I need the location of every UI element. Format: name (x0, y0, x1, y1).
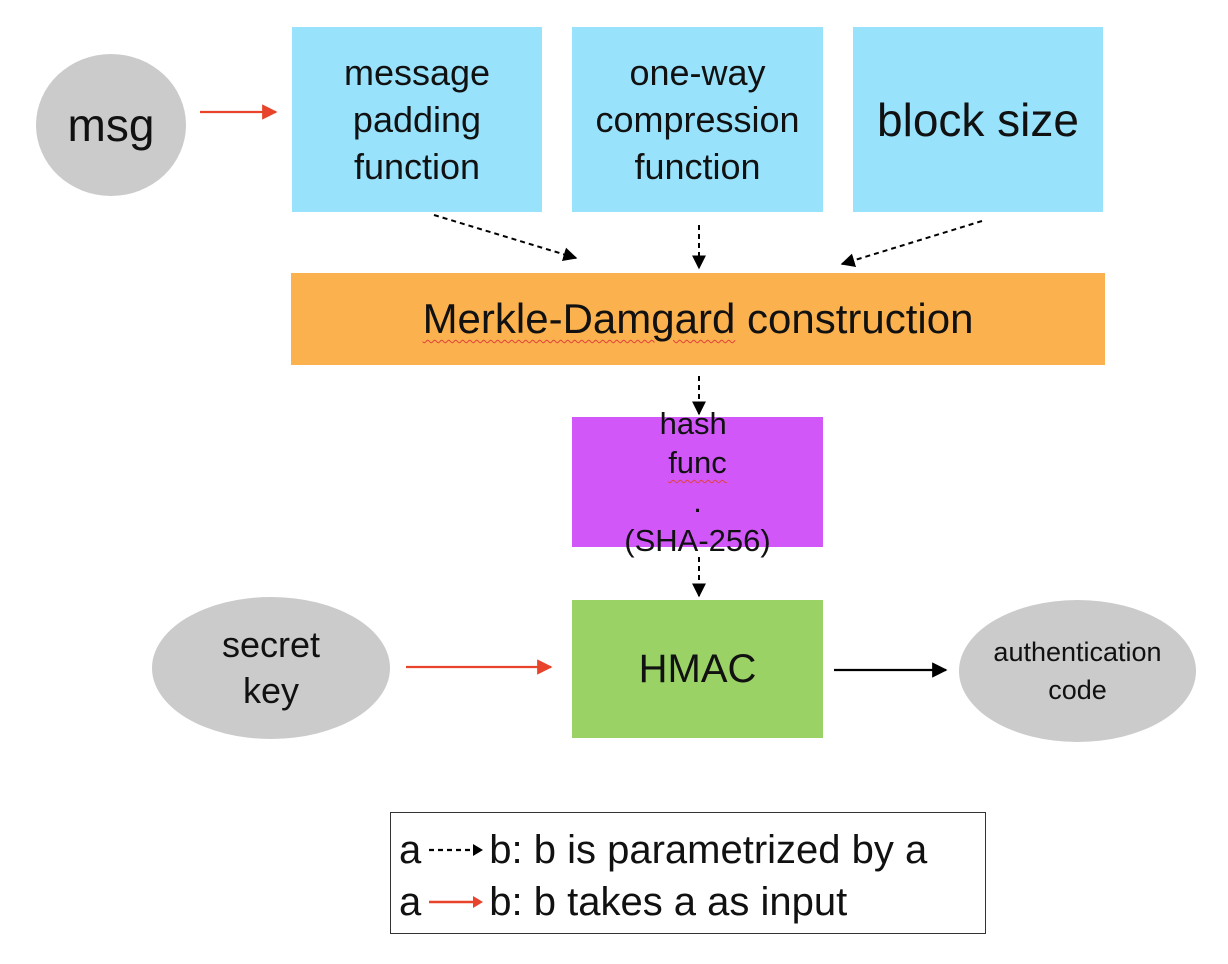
legend-row-solid: a b: b takes a as input (399, 879, 847, 925)
block-size-label: block size (877, 93, 1079, 146)
secret-key-node: secret key (152, 597, 390, 739)
legend: a b: b is parametrized by a a b: b takes… (390, 812, 986, 934)
func-word: func (668, 445, 727, 480)
merkle-damgard-label: Merkle-Damgard construction (423, 295, 974, 343)
hmac-box: HMAC (572, 600, 823, 738)
merkle-damgard-suffix: construction (735, 295, 974, 342)
legend-dashed-a: a (399, 828, 422, 872)
merkle-damgard-name: Merkle-Damgard (422, 295, 736, 342)
msg-node: msg (36, 54, 186, 196)
padding-line-1: message (343, 52, 491, 93)
hash-line-1: hash func. (660, 404, 736, 521)
hash-word: hash (659, 406, 736, 441)
authentication-code-node: authentication code (959, 600, 1196, 742)
legend-solid-a: a (399, 880, 422, 924)
compression-line-1: one-way (629, 52, 766, 93)
auth-code-line-2: code (1048, 675, 1107, 705)
func-period: . (693, 484, 702, 519)
edge-padding-to-merkle (433, 214, 578, 262)
padding-line-3: function (353, 146, 481, 187)
secret-key-line-2: key (242, 670, 299, 711)
hash-line-2: (SHA-256) (624, 523, 771, 558)
edge-blocksize-to-merkle (840, 220, 983, 267)
block-size-box: block size (853, 27, 1103, 212)
message-padding-function-box: message padding function (292, 27, 542, 212)
auth-code-line-1: authentication (993, 637, 1162, 667)
hmac-label: HMAC (638, 646, 757, 691)
hash-function-box: hash func. (SHA-256) (572, 406, 823, 558)
legend-dashed-text: b: b is parametrized by a (489, 828, 928, 872)
compression-function-box: one-way compression function (572, 27, 823, 212)
legend-dashed-arrow-icon (429, 844, 484, 856)
msg-label: msg (67, 99, 155, 151)
compression-line-2: compression (595, 99, 800, 140)
compression-line-3: function (634, 146, 761, 187)
padding-line-2: padding (352, 99, 482, 140)
legend-row-dashed: a b: b is parametrized by a (399, 827, 927, 873)
legend-solid-arrow-icon (429, 896, 484, 908)
secret-key-line-1: secret (221, 624, 321, 665)
legend-solid-text: b: b takes a as input (489, 880, 848, 924)
merkle-damgard-box: Merkle-Damgard construction (291, 273, 1105, 365)
